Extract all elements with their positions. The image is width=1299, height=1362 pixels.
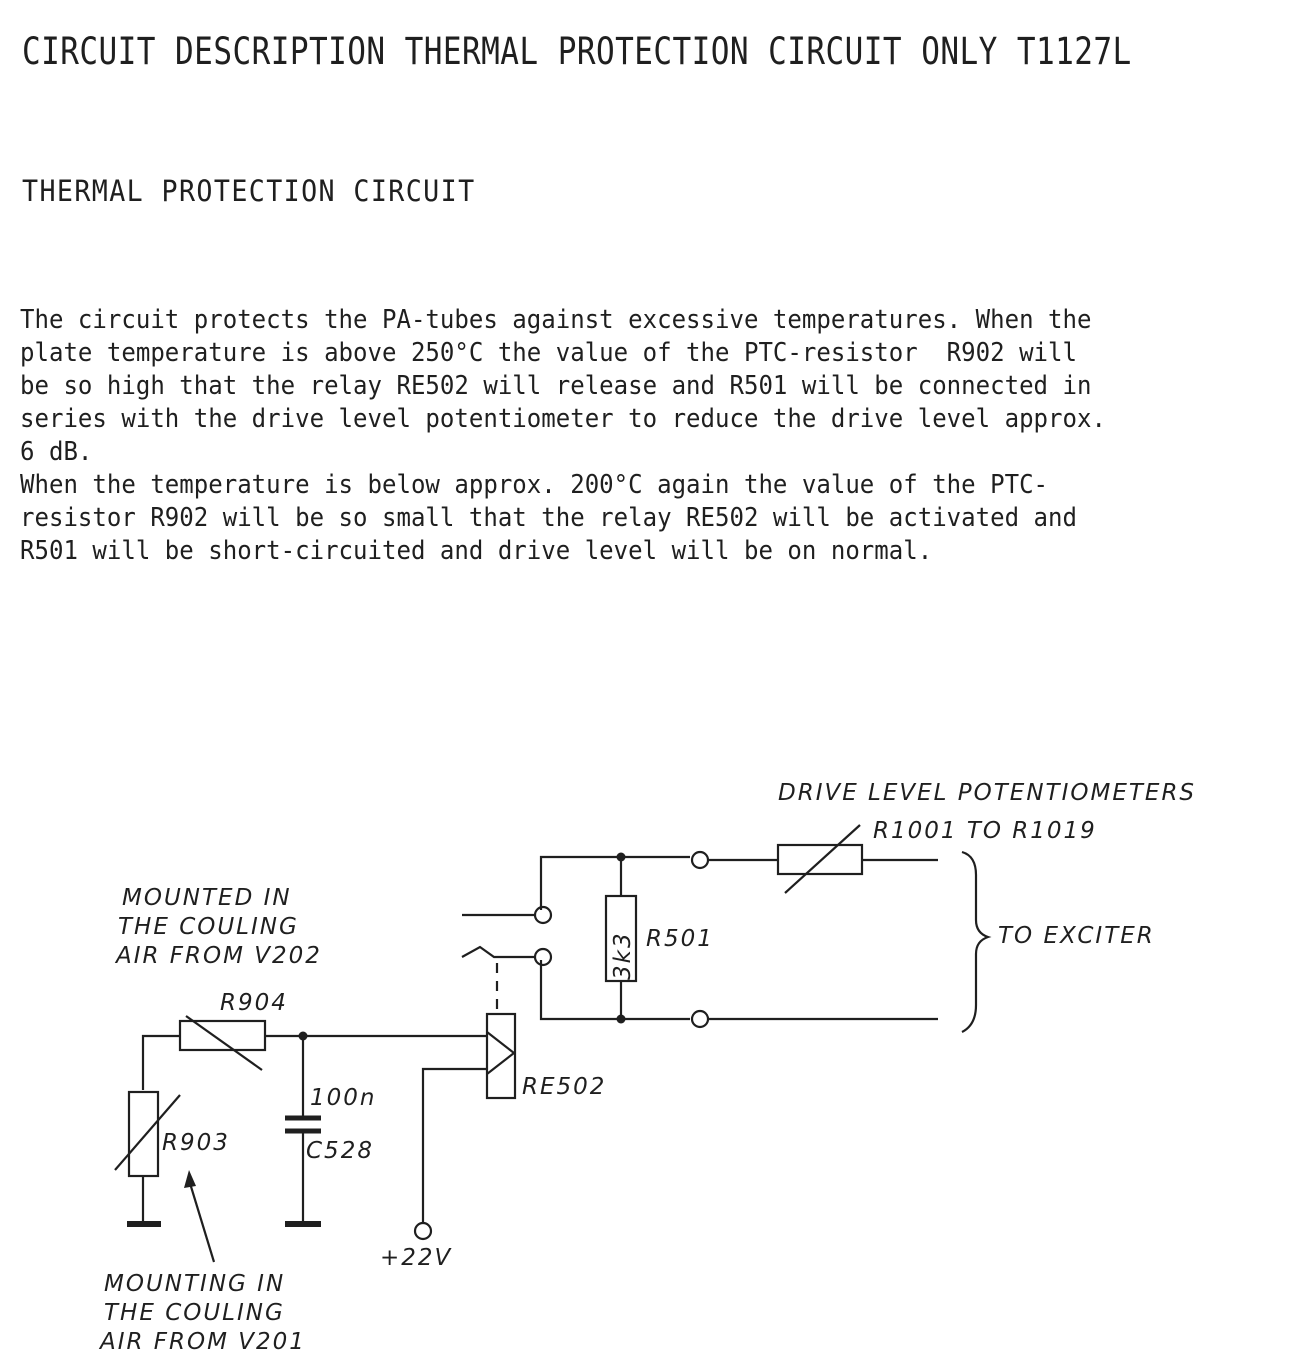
re502-relay-coil [485,1012,517,1100]
terminal-circle [690,1009,710,1029]
mounted-v202-label: AIR FROM V202 [114,943,322,969]
description-paragraph: The circuit protects the PA-tubes agains… [20,304,1213,568]
c528-value-label: 100n [310,1085,376,1111]
mounted-v202-label: THE COULING [118,914,299,940]
r501-resistor [604,894,638,983]
paragraph-line: be so high that the relay RE502 will rel… [20,371,1092,401]
re502-label: RE502 [522,1074,606,1100]
pointer-arrow-head [184,1170,196,1188]
junction-dot [616,852,626,862]
r501-label: R501 [646,926,714,952]
relay-contact-circle [533,947,553,967]
pot-variable-arrow [784,824,861,894]
paragraph-line: When the temperature is below approx. 20… [20,470,1049,500]
r904-label: R904 [220,990,288,1016]
r1001-label: R1001 TO R1019 [873,818,1097,844]
paragraph-line: resistor R902 will be so small that the … [20,503,1078,533]
terminal-circle [690,850,710,870]
relay-contact-circle [533,905,553,925]
paragraph-line: The circuit protects the PA-tubes agains… [20,305,1092,335]
supply-label: +22V [380,1245,453,1271]
pot-resistor [776,843,864,876]
c528-label: C528 [306,1138,374,1164]
mounted-v202-label: MOUNTED IN [122,885,292,911]
re502-relay-arrow [486,1031,516,1075]
supply-wire [421,1067,487,1223]
r501-value-label: 3k3 [610,931,636,980]
relay-contact-arm [461,945,535,959]
r904-resistor [178,1019,267,1052]
r903-resistor [127,1090,160,1178]
sensor-network [114,1012,517,1263]
top-rail-wire [539,855,690,910]
bottom-rail-wire [539,960,690,1021]
mounting-v201-label: THE COULING [104,1300,285,1326]
r903-label: R903 [162,1130,230,1156]
mounting-v201-label: MOUNTING IN [104,1271,285,1297]
r903-ptc-line [114,1094,181,1171]
paragraph-line: R501 will be short-circuited and drive l… [20,536,933,566]
r904-ptc-line [185,1015,263,1071]
supply-terminal [413,1221,433,1241]
paragraph-line: series with the drive level potentiomete… [20,404,1106,434]
to-exciter-label: TO EXCITER [998,923,1155,949]
paragraph-line: plate temperature is above 250°C the val… [20,338,1078,368]
pointer-arrow-line [187,1179,216,1263]
section-heading: THERMAL PROTECTION CIRCUIT [22,174,476,208]
exciter-brace [961,850,992,1033]
r903-r904-wire [141,1034,180,1090]
junction-dot [616,1014,626,1024]
mounting-v201-label: AIR FROM V201 [98,1329,306,1355]
paragraph-line: 6 dB. [20,437,93,467]
drive-level-potentiometer [708,824,938,1021]
page-title: CIRCUIT DESCRIPTION THERMAL PROTECTION C… [22,30,1132,73]
drive-level-label: DRIVE LEVEL POTENTIOMETERS [778,780,1196,806]
